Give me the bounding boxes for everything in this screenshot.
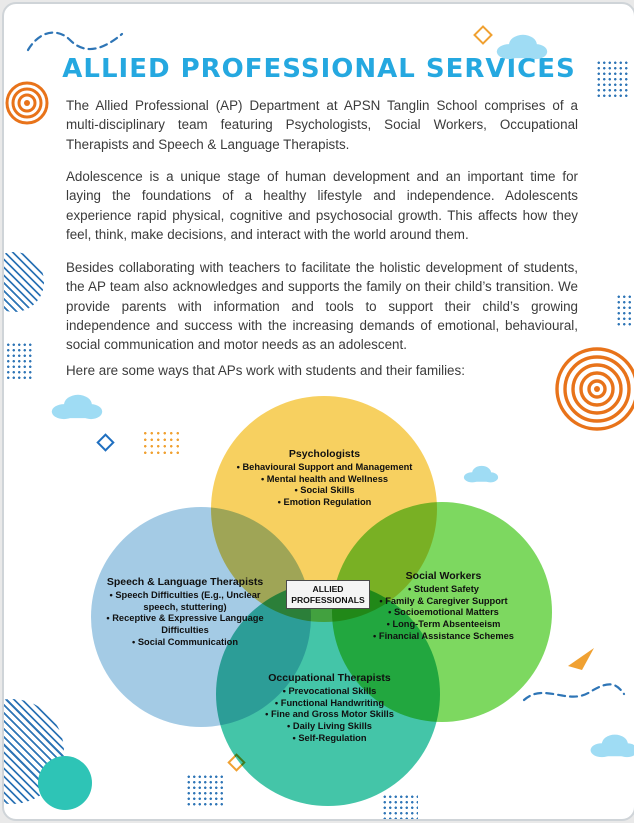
target-icon <box>5 81 49 125</box>
venn-item: Family & Caregiver Support <box>356 596 531 608</box>
cloud-icon <box>463 465 499 483</box>
cloud-icon <box>496 34 548 60</box>
dots-grid-icon <box>4 342 32 380</box>
target-icon <box>555 347 634 431</box>
allied-professionals-label: ALLIED PROFESSIONALS <box>286 580 370 610</box>
cloud-icon <box>590 734 634 758</box>
venn-item: Financial Assistance Schemes <box>356 631 531 643</box>
venn-group-title: Occupational Therapists <box>268 672 391 684</box>
lead-in-paragraph: Here are some ways that APs work with st… <box>66 363 465 378</box>
venn-item-list: Behavioural Support and Management Menta… <box>217 462 432 509</box>
venn-item: Student Safety <box>356 584 531 596</box>
collaboration-paragraph: Besides collaborating with teachers to f… <box>66 260 578 353</box>
venn-group-title: Social Workers <box>405 570 482 582</box>
page-title: ALLIED PROFESSIONAL SERVICES <box>62 54 576 84</box>
venn-group-title: Speech & Language Therapists <box>106 576 264 588</box>
venn-group-title: Psychologists <box>288 448 361 460</box>
venn-item: Long-Term Absenteeism <box>356 619 531 631</box>
venn-item: Fine and Gross Motor Skills <box>232 709 427 721</box>
adolescence-paragraph: Adolescence is a unique stage of human d… <box>66 169 578 242</box>
intro-paragraph: The Allied Professional (AP) Department … <box>66 98 578 152</box>
cloud-icon <box>51 394 103 420</box>
squiggle-icon <box>26 31 124 52</box>
squiggle-icon <box>522 683 626 702</box>
venn-item-list: Speech Difficulties (E.g., Unclear speec… <box>100 590 270 649</box>
diamond-icon <box>473 25 493 45</box>
dots-grid-icon <box>596 60 630 100</box>
venn-item: Behavioural Support and Management <box>217 462 432 474</box>
venn-item: Emotion Regulation <box>217 497 432 509</box>
venn-item-list: Prevocational Skills Functional Handwrit… <box>232 686 427 745</box>
venn-item: Prevocational Skills <box>232 686 427 698</box>
venn-item-list: Student Safety Family & Caregiver Suppor… <box>356 584 531 643</box>
dots-grid-icon <box>142 430 182 455</box>
venn-item: Mental health and Wellness <box>217 474 432 486</box>
teal-circle-icon <box>38 756 92 810</box>
venn-item: Daily Living Skills <box>232 721 427 733</box>
diamond-icon <box>96 433 115 452</box>
venn-item: Socioemotional Matters <box>356 607 531 619</box>
striped-circle-icon <box>4 252 44 312</box>
arrow-icon <box>568 648 594 670</box>
social-workers-group: Social Workers Student Safety Family & C… <box>356 570 531 643</box>
venn-item: Self-Regulation <box>232 733 427 745</box>
psychologists-group: Psychologists Behavioural Support and Ma… <box>217 448 432 509</box>
dots-grid-icon <box>382 794 418 819</box>
dots-grid-icon <box>186 774 226 808</box>
venn-item: Social Skills <box>217 485 432 497</box>
speech-therapists-group: Speech & Language Therapists Speech Diff… <box>100 576 270 649</box>
venn-item: Social Communication <box>100 637 270 649</box>
occupational-therapists-group: Occupational Therapists Prevocational Sk… <box>232 672 427 745</box>
venn-item: Functional Handwriting <box>232 698 427 710</box>
venn-item: Receptive & Expressive Language Difficul… <box>100 613 270 636</box>
venn-item: Speech Difficulties (E.g., Unclear speec… <box>100 590 270 613</box>
dots-grid-icon <box>616 294 634 328</box>
